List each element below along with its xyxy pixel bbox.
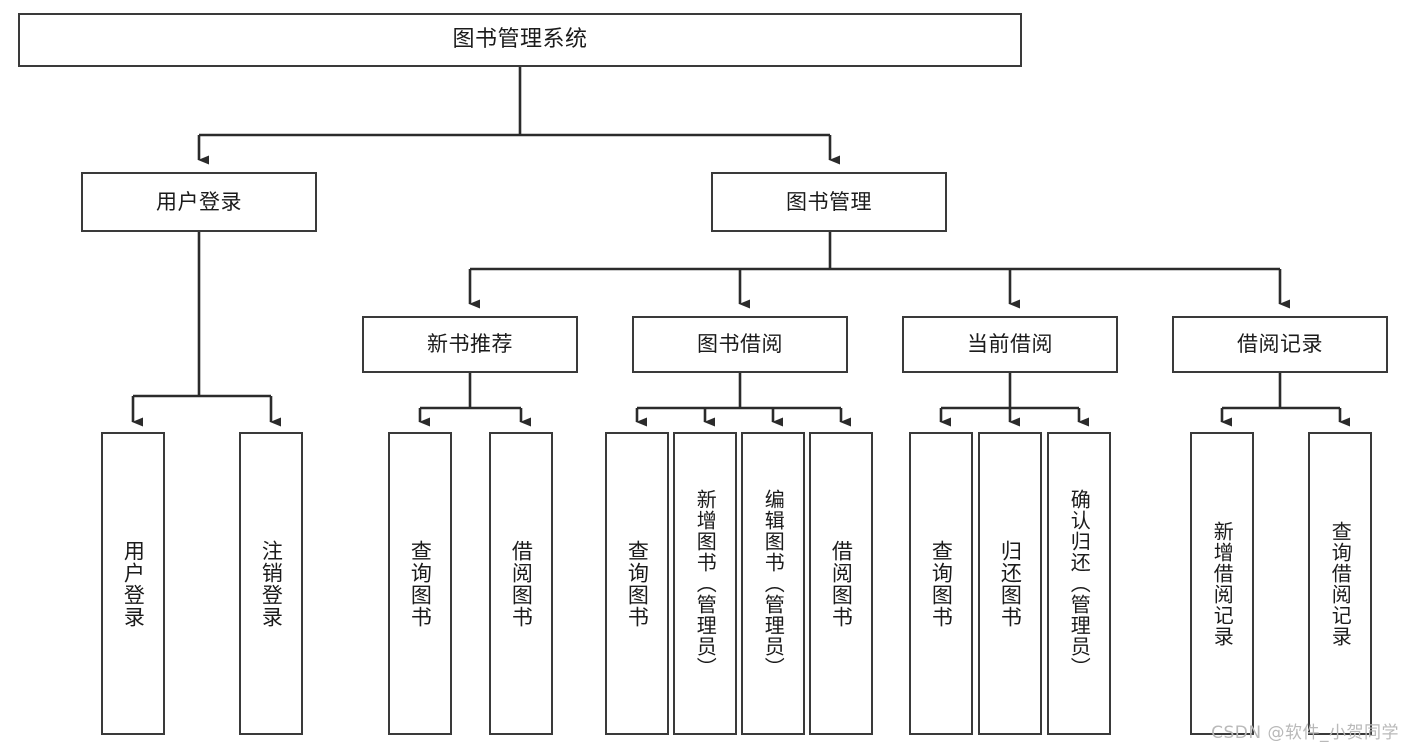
node-book-manage[interactable]: 图书管理 (711, 172, 947, 232)
node-book-borrow[interactable]: 图书借阅 (632, 316, 848, 373)
node-leaf-user-logout[interactable]: 注销登录 (239, 432, 303, 735)
node-leaf-return-book[interactable]: 归还图书 (978, 432, 1042, 735)
node-leaf-add-book-label: 新增图书（管理员） (693, 489, 718, 678)
node-leaf-query-book-1-label: 查询图书 (408, 539, 433, 628)
node-leaf-query-book-2-label: 查询图书 (625, 539, 650, 628)
node-user-login[interactable]: 用户登录 (81, 172, 317, 232)
node-book-borrow-label: 图书借阅 (697, 332, 783, 357)
node-leaf-query-book-3[interactable]: 查询图书 (909, 432, 973, 735)
node-leaf-add-book[interactable]: 新增图书（管理员） (673, 432, 737, 735)
node-leaf-query-record-label: 查询借阅记录 (1328, 520, 1353, 647)
node-new-book-recommend-label: 新书推荐 (427, 332, 513, 357)
node-root[interactable]: 图书管理系统 (18, 13, 1022, 67)
node-borrow-record[interactable]: 借阅记录 (1172, 316, 1388, 373)
node-leaf-query-book-3-label: 查询图书 (929, 539, 954, 628)
node-leaf-user-login-label: 用户登录 (121, 539, 146, 628)
node-leaf-user-login[interactable]: 用户登录 (101, 432, 165, 735)
node-leaf-edit-book[interactable]: 编辑图书（管理员） (741, 432, 805, 735)
node-user-login-label: 用户登录 (156, 189, 242, 214)
node-root-label: 图书管理系统 (452, 27, 588, 53)
node-leaf-borrow-book-1-label: 借阅图书 (509, 539, 534, 628)
node-leaf-query-record[interactable]: 查询借阅记录 (1308, 432, 1372, 735)
node-leaf-confirm-return[interactable]: 确认归还（管理员） (1047, 432, 1111, 735)
node-borrow-record-label: 借阅记录 (1237, 332, 1323, 357)
node-leaf-add-record-label: 新增借阅记录 (1210, 520, 1235, 647)
node-leaf-borrow-book-2-label: 借阅图书 (829, 539, 854, 628)
node-leaf-query-book-2[interactable]: 查询图书 (605, 432, 669, 735)
node-leaf-query-book-1[interactable]: 查询图书 (388, 432, 452, 735)
node-leaf-return-book-label: 归还图书 (998, 539, 1023, 628)
node-leaf-borrow-book-1[interactable]: 借阅图书 (489, 432, 553, 735)
node-leaf-add-record[interactable]: 新增借阅记录 (1190, 432, 1254, 735)
node-leaf-borrow-book-2[interactable]: 借阅图书 (809, 432, 873, 735)
node-book-manage-label: 图书管理 (786, 189, 872, 214)
csdn-watermark: CSDN @软件_小贺同学 (1211, 723, 1399, 743)
node-leaf-confirm-return-label: 确认归还（管理员） (1067, 489, 1092, 678)
node-current-borrow-label: 当前借阅 (967, 332, 1053, 357)
node-leaf-edit-book-label: 编辑图书（管理员） (761, 489, 786, 678)
node-new-book-recommend[interactable]: 新书推荐 (362, 316, 578, 373)
node-leaf-user-logout-label: 注销登录 (259, 539, 284, 628)
node-current-borrow[interactable]: 当前借阅 (902, 316, 1118, 373)
